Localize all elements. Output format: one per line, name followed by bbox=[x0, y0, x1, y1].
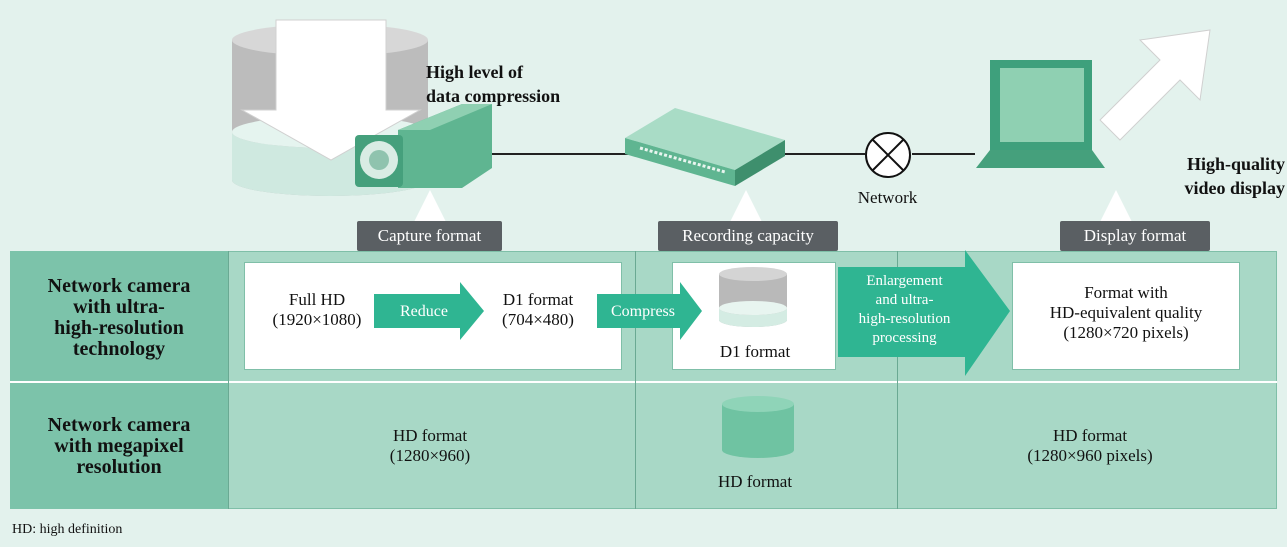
process-arrows bbox=[374, 250, 1010, 376]
enlarge-arrow bbox=[838, 250, 1010, 376]
row-header-column bbox=[10, 251, 228, 509]
laptop-icon bbox=[976, 60, 1105, 168]
column-divider bbox=[228, 251, 229, 509]
hd-capture-text: HD format (1280×960) bbox=[389, 426, 471, 465]
footnote: HD: high definition bbox=[12, 522, 123, 537]
column-divider bbox=[897, 251, 898, 509]
network-camera-icon bbox=[355, 104, 492, 188]
hd-storage-cylinder-icon bbox=[722, 396, 794, 458]
network-node-icon bbox=[865, 132, 911, 178]
hd-display-text: HD format (1280×960 pixels) bbox=[1027, 426, 1153, 465]
network-label: Network bbox=[857, 188, 918, 207]
row-divider bbox=[10, 381, 1277, 383]
column-divider bbox=[635, 251, 636, 509]
row-header-megapixel: Network camera with megapixel resolution bbox=[47, 413, 191, 478]
recorder-device-icon bbox=[625, 108, 785, 186]
display-format-label: Display format bbox=[1060, 221, 1210, 251]
display-quality-callout: High-quality video display bbox=[1184, 154, 1285, 198]
quality-up-arrow bbox=[1099, 29, 1211, 141]
hd-storage-text: HD format bbox=[717, 472, 793, 491]
compress-arrow bbox=[597, 282, 702, 340]
capture-format-label: Capture format bbox=[357, 221, 502, 251]
d1-storage-text: D1 format bbox=[719, 342, 791, 361]
compress-label: Compress bbox=[611, 303, 675, 320]
d1-storage-cylinder-icon bbox=[719, 267, 787, 327]
row-header-ultra-high-resolution: Network camera with ultra- high-resoluti… bbox=[47, 275, 191, 360]
compression-callout: High level of data compression bbox=[426, 62, 561, 106]
full-hd-text: Full HD (1920×1080) bbox=[272, 290, 362, 329]
reduce-arrow bbox=[374, 282, 484, 340]
display-box bbox=[1012, 262, 1240, 370]
enlargement-label: Enlargement and ultra- high-resolution p… bbox=[858, 273, 951, 346]
d1-capture-text: D1 format (704×480) bbox=[502, 290, 574, 329]
recording-capacity-label: Recording capacity bbox=[658, 221, 838, 251]
illustration-layer bbox=[232, 19, 1211, 222]
reduce-label: Reduce bbox=[400, 303, 448, 320]
hd-equivalent-display-text: Format with HD-equivalent quality (1280×… bbox=[1049, 283, 1203, 342]
